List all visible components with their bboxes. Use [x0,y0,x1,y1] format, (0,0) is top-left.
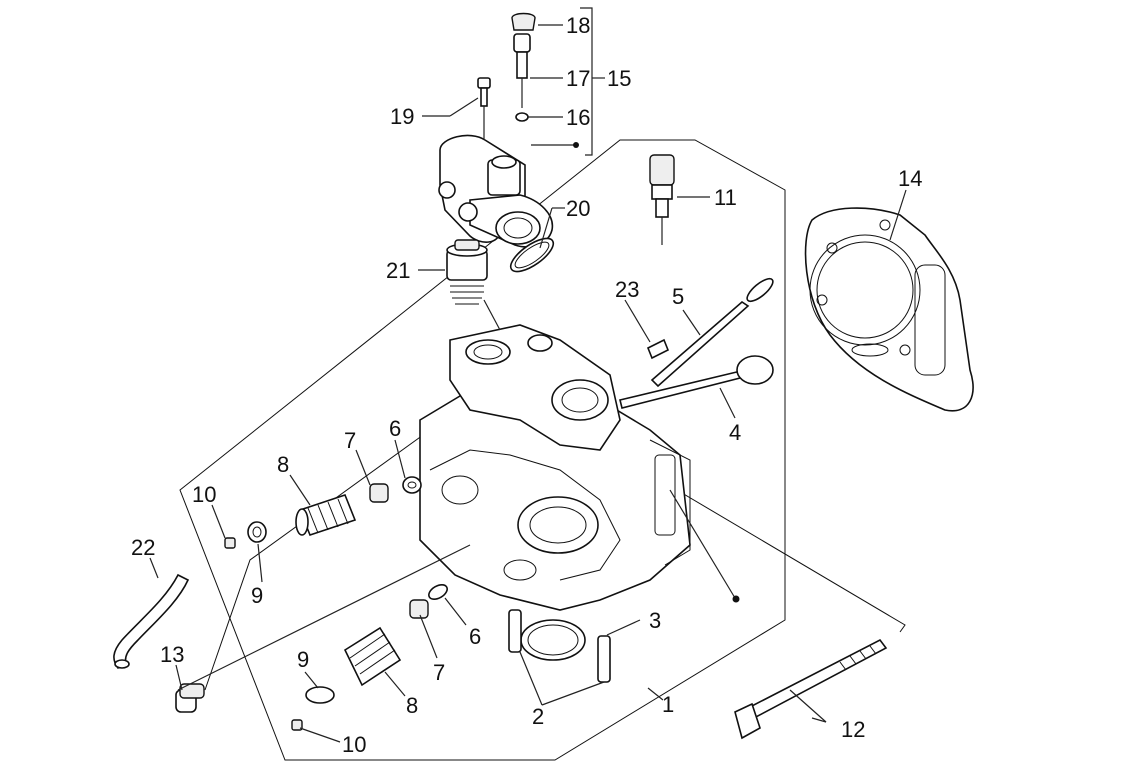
bleed-screw-cap [511,12,536,31]
callout-13: 13 [160,642,184,667]
callout-7-upper: 7 [344,428,356,453]
callout-10-upper: 10 [192,482,216,507]
callout-2: 2 [532,704,544,729]
assembly-outline-cylinder-head [179,139,786,761]
spring-retainer [247,521,267,543]
callout-6-upper: 6 [389,416,401,441]
breather-hose [113,573,190,670]
callout-20: 20 [566,196,590,221]
thermostat [446,239,488,305]
callout-22: 22 [131,535,155,560]
head-gasket [804,207,974,412]
cylinder-head [419,324,691,611]
callout-19: 19 [390,104,414,129]
callout-17: 17 [566,66,590,91]
spring-retainer [305,686,335,704]
callout-14: 14 [898,166,922,191]
valve-spring [295,494,357,536]
callout-12: 12 [841,717,865,742]
dowel-pin [508,609,522,653]
callout-8-lower: 8 [406,693,418,718]
bleed-washer [515,112,529,122]
bleed-screw [513,33,531,108]
callout-3: 3 [649,608,661,633]
valve-spring [343,626,402,687]
housing-bolt [477,77,491,140]
callout-7-lower: 7 [433,660,445,685]
reference-dot [732,595,740,603]
drain-plug [175,683,205,713]
callout-6-lower: 6 [469,624,481,649]
dowel-pin [597,635,611,683]
callout-18: 18 [566,13,590,38]
callout-5: 5 [672,284,684,309]
short-stud [646,338,670,360]
callout-4: 4 [729,420,741,445]
assembly-outline-dowels [204,429,431,691]
callout-16: 16 [566,105,590,130]
valve-collet [291,719,303,731]
callout-labels: 18 17 15 16 19 20 21 11 14 23 5 4 6 7 8 … [131,13,922,757]
callout-1: 1 [662,692,674,717]
reference-dot [573,142,579,148]
temperature-sensor [649,154,675,232]
callout-8-upper: 8 [277,452,289,477]
valve-collet [224,537,236,549]
callout-9-lower: 9 [297,647,309,672]
seal-ring [520,619,586,661]
callout-15: 15 [607,66,631,91]
intake-valve [619,355,774,409]
thermostat-housing [438,134,554,248]
callout-23: 23 [615,277,639,302]
valve-seal [428,583,448,601]
valve-seal [402,476,422,494]
callout-11: 11 [714,185,737,210]
valve-stem-seal [369,483,389,503]
hose-clamp [509,237,555,273]
callout-9-upper: 9 [251,583,263,608]
assembly-outline-bolt [659,479,906,633]
callout-10-lower: 10 [342,732,366,757]
exhaust-valve [650,277,774,388]
stud-bolt [734,638,888,740]
leader-lines [149,7,907,743]
callout-21: 21 [386,258,410,283]
valve-stem-seal [409,599,429,619]
